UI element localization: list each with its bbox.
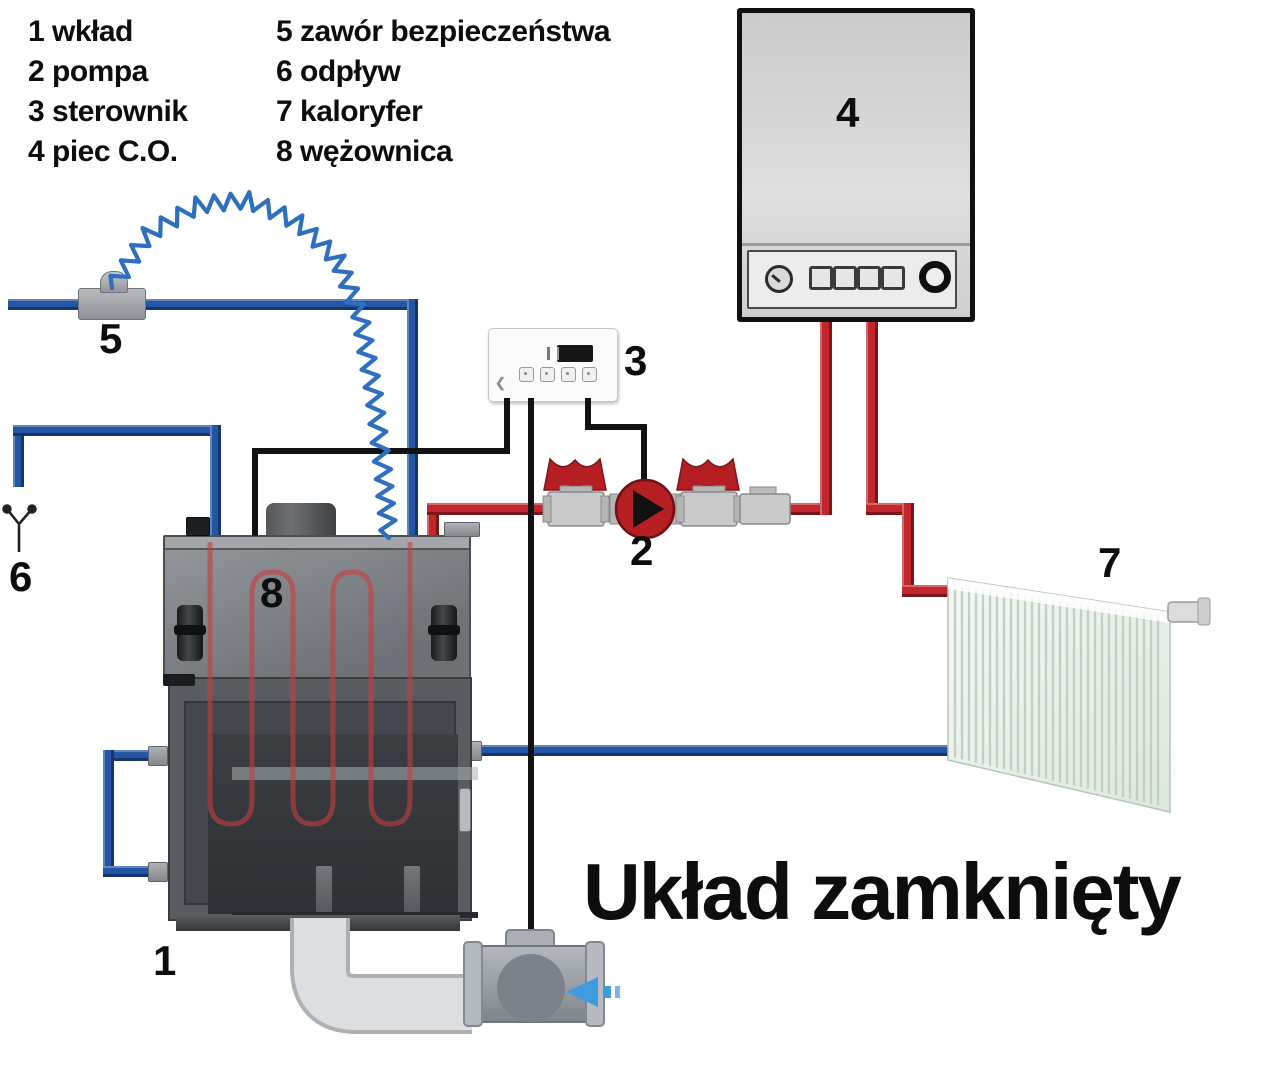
firebox-opening xyxy=(208,734,478,918)
boiler-button xyxy=(857,266,881,290)
chimney-collar xyxy=(266,503,336,539)
legend-item-zawor: 5 zawór bezpieczeństwa xyxy=(276,15,611,48)
fireplace-left-handle xyxy=(174,605,206,661)
firebox-andiron xyxy=(316,866,332,912)
fireplace-door-frame xyxy=(184,701,478,918)
sensor-wire-drop xyxy=(504,398,510,452)
label-radiator: 7 xyxy=(1098,539,1122,586)
controller-indicator-leds xyxy=(547,347,559,360)
fireplace-door xyxy=(168,677,478,921)
firebox-andiron xyxy=(404,866,420,912)
flue-damper-unit xyxy=(463,929,605,1027)
hot-pipe-pump-line xyxy=(427,503,825,515)
label-safety-valve: 5 xyxy=(99,315,123,362)
shutoff-valve-left xyxy=(542,457,610,527)
hot-pipe-boiler-left xyxy=(820,310,832,515)
cold-pipe-loop-bottom xyxy=(103,866,168,877)
legend-item-piec: 4 piec C.O. xyxy=(28,135,178,168)
label-boiler: 4 xyxy=(836,89,860,136)
fireplace-water-jacket xyxy=(163,535,471,681)
air-flow-arrow-icon xyxy=(566,977,620,1007)
label-pump: 2 xyxy=(630,527,654,574)
radiator-fins xyxy=(953,584,1160,806)
label-fireplace: 1 xyxy=(153,937,177,984)
sensor-wire-horizontal xyxy=(252,448,510,454)
safety-valve-cap xyxy=(100,271,128,293)
cold-pipe-drain-horizontal xyxy=(13,425,221,436)
firebox-glass-reflection xyxy=(232,767,478,780)
radiator-valve-stem xyxy=(1197,597,1211,626)
fireplace-right-handle xyxy=(428,605,460,661)
boiler-control-panel xyxy=(747,250,957,309)
fireplace-door-latch xyxy=(163,674,195,686)
label-coil: 8 xyxy=(260,569,284,616)
label-controller: 3 xyxy=(624,337,648,384)
drain-fork-icon xyxy=(2,504,37,552)
boiler-dial-icon xyxy=(765,265,793,293)
damper-wire-vertical xyxy=(528,398,534,942)
cold-pipe-drain-riser xyxy=(210,425,221,535)
controller-brand-chevron-icon: ❮ xyxy=(495,375,506,390)
radiator-top-cap xyxy=(948,578,1170,623)
legend-column-2: 5 zawór bezpieczeństwa 6 odpływ 7 kalory… xyxy=(276,12,611,172)
fireplace-door-side-handle xyxy=(459,788,471,832)
diagram-title: Układ zamknięty xyxy=(583,847,1182,936)
fireplace-base xyxy=(176,915,460,931)
controller-unit: ❮ xyxy=(488,328,618,402)
pump-wire-drop xyxy=(585,398,591,430)
controller-display xyxy=(557,345,593,362)
cold-pipe-return-main xyxy=(478,745,952,756)
fireplace-top-fitting xyxy=(186,517,210,536)
cold-pipe-drain-drop xyxy=(13,425,24,487)
shutoff-valve-right xyxy=(675,457,743,527)
hot-pipe-radiator-feed xyxy=(902,585,954,597)
boiler-unit xyxy=(737,8,975,322)
cold-pipe-inlet-vertical xyxy=(407,299,418,535)
controller-button xyxy=(519,367,534,382)
pump-wire-to-pump xyxy=(641,424,647,488)
legend-item-kaloryfer: 7 kaloryfer xyxy=(276,95,423,128)
controller-button xyxy=(561,367,576,382)
legend-item-odplyw: 6 odpływ xyxy=(276,55,401,88)
boiler-panel-divider xyxy=(742,243,970,246)
hot-pipe-jog-vertical xyxy=(902,503,914,597)
sensor-wire-to-fireplace xyxy=(252,448,258,536)
fireplace-left-port-lower xyxy=(148,862,168,882)
boiler-button xyxy=(809,266,833,290)
legend-item-sterownik: 3 sterownik xyxy=(28,95,188,128)
boiler-button xyxy=(833,266,857,290)
fireplace-top-right-fitting xyxy=(444,522,480,537)
cold-pipe-loop-side xyxy=(103,750,114,877)
fireplace-left-port-upper xyxy=(148,746,168,766)
boiler-button xyxy=(881,266,905,290)
hot-pipe-boiler-right xyxy=(866,310,878,512)
controller-button xyxy=(582,367,597,382)
controller-button xyxy=(540,367,555,382)
radiator-thermostat-valve-icon xyxy=(1167,601,1205,623)
legend-item-wklad: 1 wkład xyxy=(28,15,133,48)
fireplace-top-face xyxy=(165,537,469,550)
legend-item-pompa: 2 pompa xyxy=(28,55,148,88)
label-drain: 6 xyxy=(9,553,33,600)
boiler-knob-icon xyxy=(919,261,951,293)
radiator-panel xyxy=(947,577,1211,813)
legend-column-1: 1 wkład 2 pompa 3 sterownik 4 piec C.O. xyxy=(28,12,188,172)
legend-item-wezownica: 8 wężownica xyxy=(276,135,453,168)
cold-pipe-safety-horizontal xyxy=(8,299,418,310)
cold-pipe-loop-top xyxy=(103,750,168,761)
pump-wire-horizontal xyxy=(585,424,647,430)
